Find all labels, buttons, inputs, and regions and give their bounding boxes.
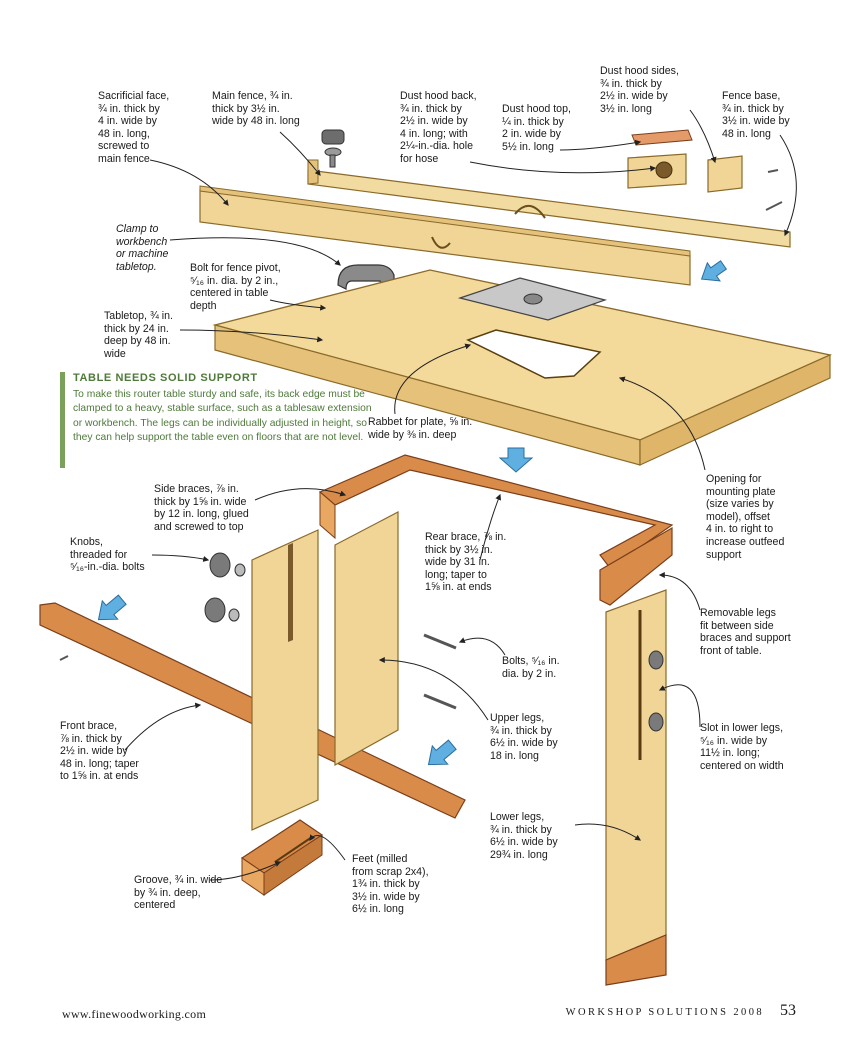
- label-dust-hood-back: Dust hood back, ¾ in. thick by 2½ in. wi…: [400, 90, 477, 165]
- label-side-braces: Side braces, ⅞ in. thick by 1⅝ in. wide …: [154, 483, 249, 533]
- label-removable-legs: Removable legs fit between side braces a…: [700, 607, 791, 657]
- bolts: [423, 633, 457, 710]
- sidebar-body: To make this router table sturdy and saf…: [73, 389, 372, 443]
- footer-publication: WORKSHOP SOLUTIONS 2008: [565, 1007, 764, 1018]
- rear-brace-assembly: [318, 454, 674, 606]
- fence-base: [307, 159, 791, 248]
- label-sacrificial-face: Sacrificial face, ¾ in. thick by 4 in. w…: [98, 90, 170, 165]
- label-lower-legs: Lower legs, ¾ in. thick by 6½ in. wide b…: [490, 811, 558, 861]
- label-front-brace: Front brace, ⅞ in. thick by 2½ in. wide …: [60, 720, 139, 783]
- label-bolts: Bolts, ⁵⁄₁₆ in. dia. by 2 in.: [502, 655, 560, 680]
- direction-arrows: [97, 260, 728, 766]
- upper-legs: [251, 511, 399, 831]
- main-fence: [199, 185, 691, 286]
- tabletop: [212, 269, 833, 466]
- label-bolt-pivot: Bolt for fence pivot, ⁵⁄₁₆ in. dia. by 2…: [190, 262, 281, 312]
- knobs: [204, 552, 246, 623]
- footer-website: www.finewoodworking.com: [62, 1007, 207, 1021]
- label-fence-base: Fence base, ¾ in. thick by 3½ in. wide b…: [722, 90, 790, 140]
- lower-legs: [605, 589, 667, 986]
- label-dust-hood-top: Dust hood top, ¼ in. thick by 2 in. wide…: [502, 103, 571, 153]
- label-feet: Feet (milled from scrap 2x4), 1¾ in. thi…: [352, 853, 429, 916]
- dust-hood: [627, 129, 783, 211]
- label-opening: Opening for mounting plate (size varies …: [706, 473, 785, 561]
- label-main-fence: Main fence, ¾ in. thick by 3½ in. wide b…: [212, 90, 300, 128]
- sidebar-table-support: TABLE NEEDS SOLID SUPPORT To make this r…: [60, 372, 376, 468]
- label-knobs: Knobs, threaded for ⁵⁄₁₆-in.-dia. bolts: [70, 536, 145, 574]
- sidebar-title: TABLE NEEDS SOLID SUPPORT: [73, 372, 258, 384]
- label-tabletop: Tabletop, ¾ in. thick by 24 in. deep by …: [104, 310, 173, 360]
- foot: [240, 819, 324, 896]
- clamp: [337, 264, 395, 296]
- label-rear-brace: Rear brace, ⅞ in. thick by 3½ in. wide b…: [425, 531, 507, 594]
- label-upper-legs: Upper legs, ¾ in. thick by 6½ in. wide b…: [490, 712, 558, 762]
- label-dust-hood-sides: Dust hood sides, ¾ in. thick by 2½ in. w…: [600, 65, 679, 115]
- label-slot: Slot in lower legs, ⁵⁄₁₆ in. wide by 11½…: [700, 722, 784, 772]
- label-rabbet: Rabbet for plate, ⅝ in. wide by ⅜ in. de…: [368, 416, 473, 441]
- page-number: 53: [780, 1002, 796, 1019]
- label-clamp: Clamp to workbench or machine tabletop.: [116, 223, 169, 273]
- label-groove: Groove, ¾ in. wide by ¾ in. deep, center…: [134, 874, 223, 912]
- fence-knob: [321, 129, 345, 168]
- leader-lines: [124, 109, 797, 881]
